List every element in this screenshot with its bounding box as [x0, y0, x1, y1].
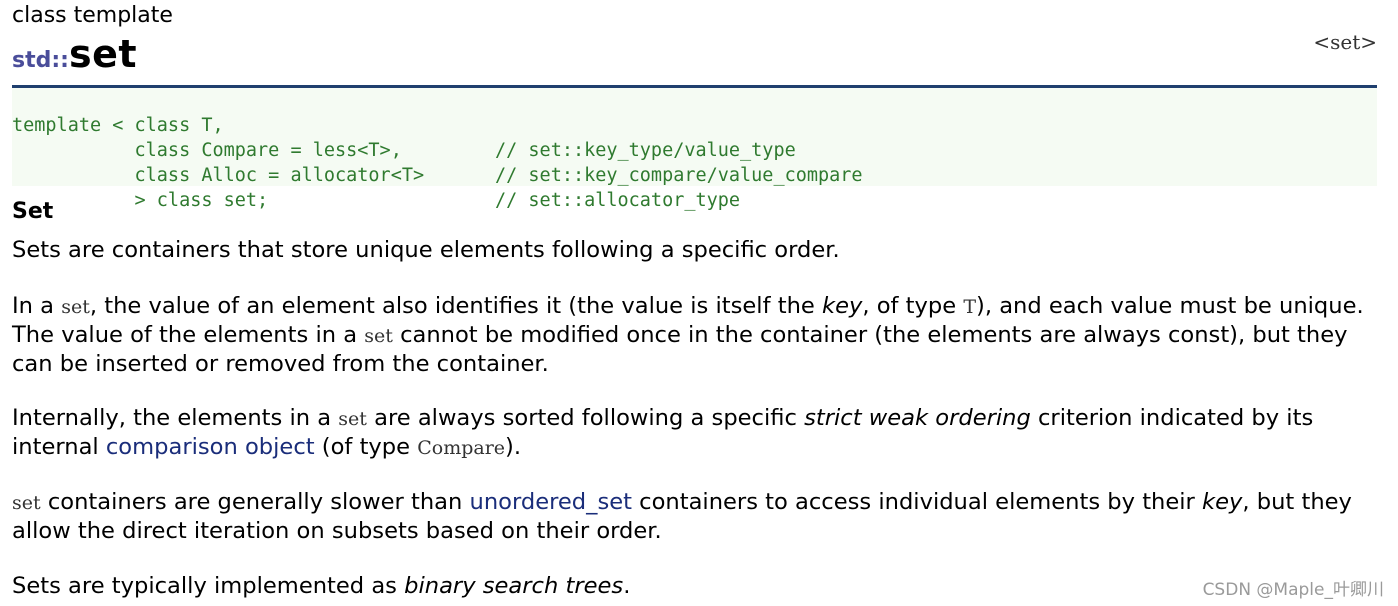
inline-code: T — [963, 296, 977, 318]
page-title: std::set — [12, 32, 137, 76]
text: containers are generally slower than — [40, 489, 470, 515]
decl-code: > class set; — [12, 190, 269, 211]
title-namespace: std:: — [12, 48, 69, 73]
decl-comment: // set::allocator_type — [495, 190, 741, 211]
implementation-paragraph: Sets are typically implemented as binary… — [12, 572, 1382, 600]
unordered-set-link[interactable]: unordered_set — [469, 489, 632, 515]
decl-code: class Compare = less<T>, — [12, 140, 402, 161]
template-declaration: template < class T, // set::key_type/val… — [12, 88, 1377, 211]
watermark: CSDN @Maple_叶卿川 — [1202, 580, 1384, 600]
decl-line: class Compare = less<T>, // set::key_com… — [12, 113, 863, 186]
text: allow the direct iteration on subsets ba… — [12, 518, 662, 544]
text: , but they — [1242, 489, 1352, 515]
text: criterion indicated by its — [1030, 405, 1314, 431]
text: cannot be modified once in the container… — [392, 322, 1348, 348]
text: are always sorted following a specific — [366, 405, 805, 431]
decl-line: > class set; — [12, 163, 269, 211]
text: can be inserted or removed from the cont… — [12, 351, 549, 377]
ordering-paragraph: Internally, the elements in a set are al… — [12, 404, 1382, 462]
text: internal — [12, 434, 106, 460]
inline-code: set — [61, 296, 90, 318]
text: The value of the elements in a — [12, 322, 365, 348]
header-file-tag: <set> — [1313, 30, 1377, 54]
decl-code: template < class T, — [12, 115, 224, 136]
text: Internally, the elements in a — [12, 405, 339, 431]
decl-line: class Alloc = allocator<T> // set::alloc… — [12, 138, 741, 211]
entity-kind: class template — [12, 3, 173, 28]
emphasis: binary search trees — [404, 573, 624, 599]
text: . — [623, 573, 631, 599]
inline-code: set — [338, 408, 367, 430]
title-name: set — [68, 32, 138, 76]
decl-line: template < class T, // set::key_type/val… — [12, 88, 796, 161]
decl-comment: // set::key_type/value_type — [495, 140, 796, 161]
decl-code: class Alloc = allocator<T> — [12, 165, 425, 186]
inline-code: set — [12, 492, 41, 514]
section-title: Set — [12, 199, 54, 224]
decl-comment: // set::key_compare/value_compare — [495, 165, 863, 186]
emphasis: key — [821, 293, 863, 319]
emphasis: key — [1202, 489, 1243, 515]
text: containers to access individual elements… — [631, 489, 1203, 515]
text: , of type — [862, 293, 964, 319]
text: Sets are typically implemented as — [12, 573, 405, 599]
inline-code: set — [364, 325, 393, 347]
text: , the value of an element also identifie… — [89, 293, 822, 319]
title-divider — [12, 85, 1377, 88]
comparison-object-link[interactable]: comparison object — [105, 434, 315, 460]
text: In a — [12, 293, 62, 319]
text: (of type — [314, 434, 418, 460]
emphasis: strict weak ordering — [804, 405, 1031, 431]
intro-paragraph: Sets are containers that store unique el… — [12, 237, 840, 263]
performance-paragraph: set containers are generally slower than… — [12, 488, 1382, 545]
text: ), and each value must be unique. — [976, 293, 1364, 319]
text: ). — [505, 434, 522, 460]
uniqueness-paragraph: In a set, the value of an element also i… — [12, 292, 1382, 378]
inline-code: Compare — [417, 437, 506, 459]
